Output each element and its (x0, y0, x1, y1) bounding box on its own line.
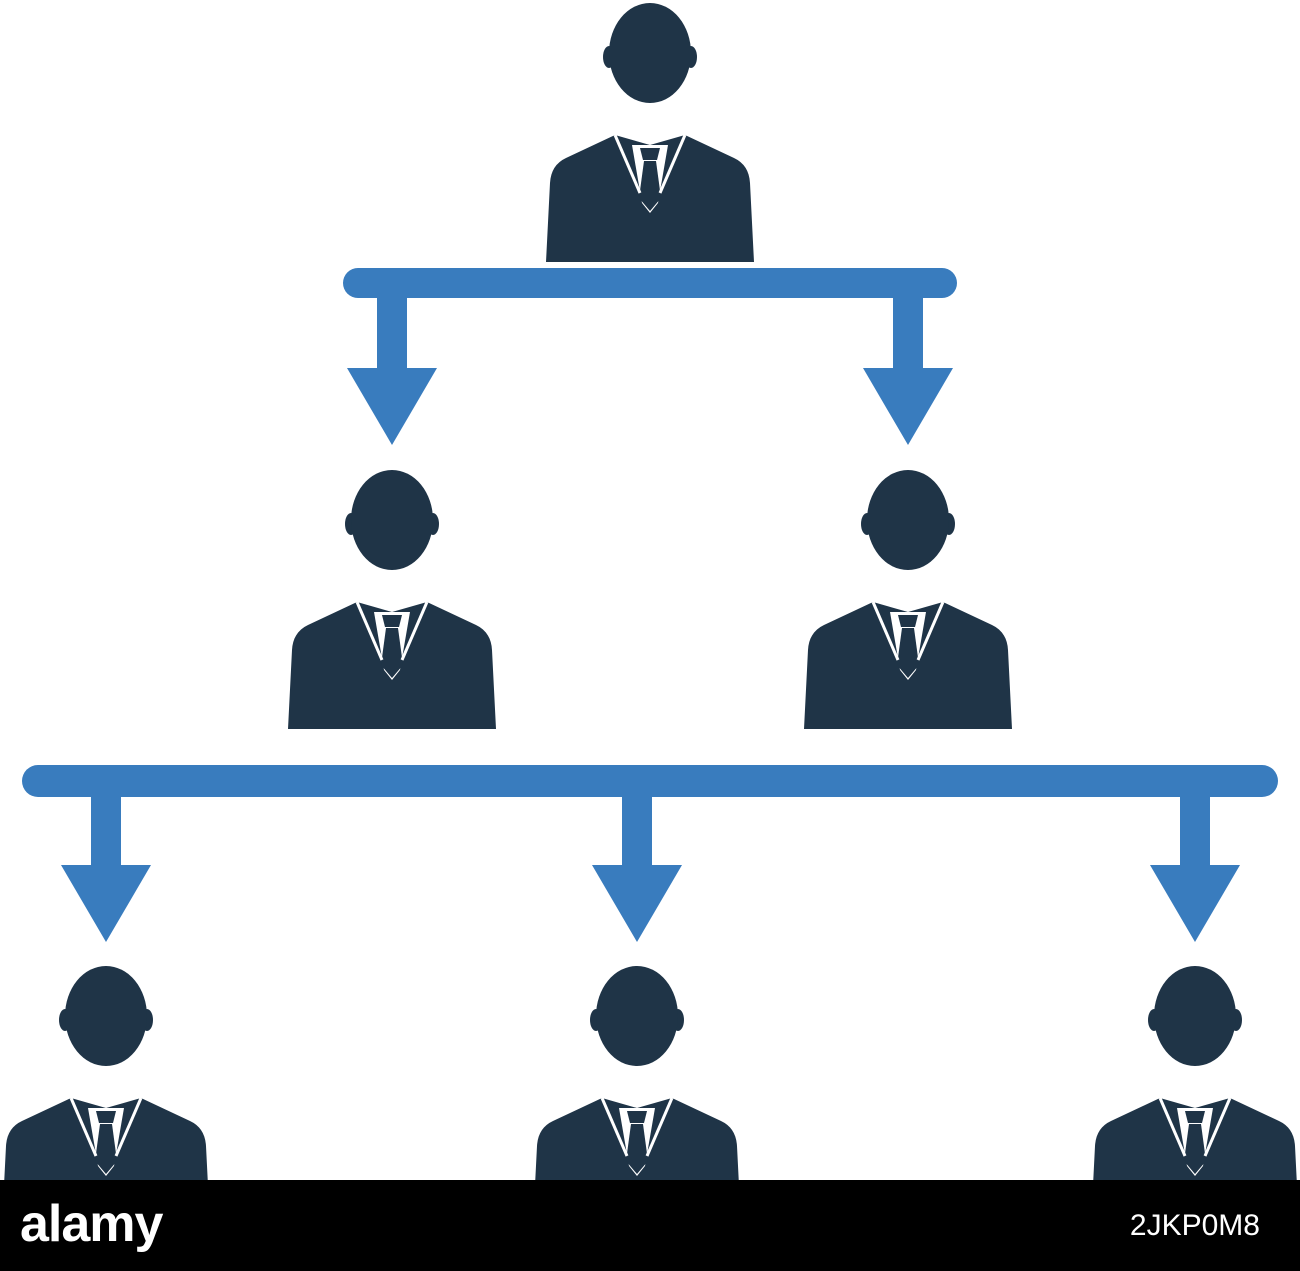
arrow-down-icon (347, 368, 437, 445)
person-level-2-left (286, 468, 498, 731)
org-chart-diagram (0, 1, 1300, 1180)
connector-stem (91, 790, 121, 870)
businessman-icon (0, 964, 212, 1180)
connector-stem (893, 290, 923, 375)
person-level-3-center (531, 964, 743, 1180)
arrow-down-icon (863, 368, 953, 445)
person-level-2-right (802, 468, 1014, 731)
connector-bar (343, 268, 957, 298)
watermark-footer: alamy 2JKP0M8 (0, 1180, 1300, 1271)
person-level-3-left (0, 964, 212, 1180)
connector-stem (622, 790, 652, 870)
arrow-down-icon (592, 865, 682, 942)
businessman-icon (802, 468, 1014, 731)
connector-level-1-to-2 (343, 268, 957, 445)
connector-level-2-to-3 (22, 765, 1278, 942)
person-level-3-right (1089, 964, 1300, 1180)
connector-stem (377, 290, 407, 375)
businessman-icon (1089, 964, 1300, 1180)
brand-logo: alamy (20, 1195, 163, 1253)
connector-stem (1180, 790, 1210, 870)
connector-bar (22, 765, 1278, 797)
businessman-icon (286, 468, 498, 731)
person-level-1 (544, 1, 756, 264)
businessman-icon (531, 964, 743, 1180)
image-id: 2JKP0M8 (1129, 1209, 1260, 1242)
arrow-down-icon (61, 865, 151, 942)
businessman-icon (544, 1, 756, 264)
arrow-down-icon (1150, 865, 1240, 942)
